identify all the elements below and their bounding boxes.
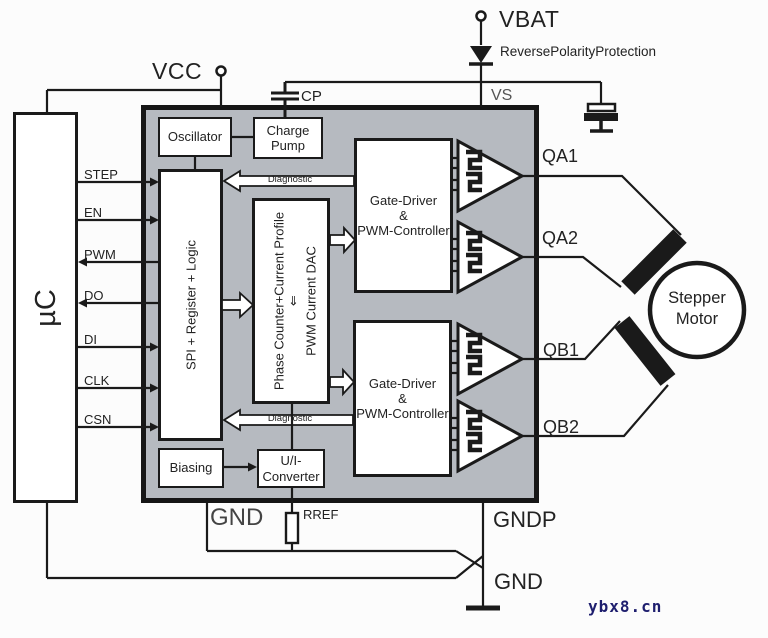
- cp-capacitor-icon: [271, 82, 299, 117]
- diagnostic-b-label: Diagnostic: [267, 413, 313, 424]
- vcc-net: [45, 65, 227, 112]
- do-label: DO: [84, 288, 104, 303]
- stepper-motor-label: Stepper Motor: [668, 289, 726, 328]
- phase-to-driver-b-arrow-icon: [329, 367, 356, 397]
- biasing-block: Biasing: [158, 448, 224, 488]
- fet-pair-icon: [466, 149, 483, 193]
- fet-pair-icon: [466, 409, 483, 453]
- gate-driver-b-label: Gate-Driver & PWM-Controller: [356, 375, 449, 422]
- output-wires: [522, 174, 682, 438]
- oscillator-block: Oscillator: [158, 117, 232, 157]
- reverse-polarity-diode-icon: [469, 46, 493, 66]
- output-stage-qb2: [452, 398, 526, 474]
- mcu-block: µC: [13, 112, 78, 503]
- clk-label: CLK: [84, 373, 110, 388]
- vbat-net: [285, 10, 601, 107]
- fet-pair-icon: [466, 332, 483, 376]
- qa1-label: QA1: [542, 146, 579, 166]
- output-stage-qb1: [452, 321, 526, 397]
- qb2-label: QB2: [543, 417, 580, 437]
- diagnostic-arrow-a-icon: [222, 169, 355, 193]
- spi-block: SPI + Register + Logic: [158, 169, 223, 441]
- qb1-label: QB1: [543, 340, 580, 360]
- step-label: STEP: [84, 167, 118, 182]
- output-stage-qa2: [453, 219, 526, 295]
- di-label: DI: [84, 332, 97, 347]
- vcc-label: VCC: [152, 58, 203, 84]
- gndp-label: GNDP: [493, 507, 557, 532]
- charge-pump-label: Charge Pump: [266, 122, 310, 153]
- phase-counter-block: Phase Counter+Current Profile ⇓ PWM Curr…: [252, 198, 330, 404]
- rref-resistor-icon: [284, 511, 300, 545]
- qa2-label: QA2: [542, 228, 579, 248]
- vbat-terminal-icon: [475, 10, 487, 22]
- flow-arrows: [221, 225, 357, 397]
- fet-pair-icon: [466, 230, 483, 274]
- gnd2-label: GND: [494, 569, 543, 594]
- phase-flow-arrow-icon: ⇓: [288, 293, 299, 309]
- signal-wires: [78, 177, 159, 432]
- ui-converter-block: U/I- Converter: [257, 449, 325, 488]
- gate-driver-a-label: Gate-Driver & PWM-Controller: [357, 192, 450, 239]
- biasing-to-uic-arrow: [223, 462, 257, 472]
- en-label: EN: [84, 205, 103, 220]
- winding-a-icon: [621, 229, 687, 295]
- oscillator-wires: [193, 135, 253, 169]
- gnd-label: GND: [210, 504, 264, 531]
- output-stages: [452, 138, 526, 474]
- output-stage-qa1: [453, 138, 526, 214]
- vs-capacitor-icon: [584, 82, 618, 133]
- vcc-terminal-icon: [215, 65, 227, 77]
- phase-to-driver-a-arrow-icon: [329, 225, 357, 255]
- reverse-polarity-label: ReversePolarityProtection: [500, 44, 657, 59]
- charge-pump-block: Charge Pump: [253, 117, 323, 159]
- spi-to-phase-arrow-icon: [221, 290, 255, 320]
- pwm-label: PWM: [84, 247, 116, 262]
- diagnostic-a-label: Diagnostic: [267, 174, 313, 185]
- oscillator-label: Oscillator: [167, 129, 223, 145]
- vbat-label: VBAT: [499, 6, 560, 32]
- gate-driver-b-block: Gate-Driver & PWM-Controller: [353, 320, 452, 477]
- winding-b-icon: [614, 316, 676, 386]
- biasing-label: Biasing: [169, 460, 213, 476]
- rref-label: RREF: [303, 507, 339, 522]
- cp-label: CP: [301, 88, 322, 105]
- vs-label: VS: [491, 87, 513, 104]
- stepper-motor-circle: [647, 260, 747, 360]
- ui-converter-label: U/I- Converter: [262, 453, 320, 484]
- diagnostic-arrow-b-icon: [222, 408, 354, 432]
- watermark: ybx8.cn: [588, 597, 663, 616]
- gate-driver-a-block: Gate-Driver & PWM-Controller: [354, 138, 453, 293]
- ground-nets: [45, 488, 500, 611]
- csn-label: CSN: [84, 412, 112, 427]
